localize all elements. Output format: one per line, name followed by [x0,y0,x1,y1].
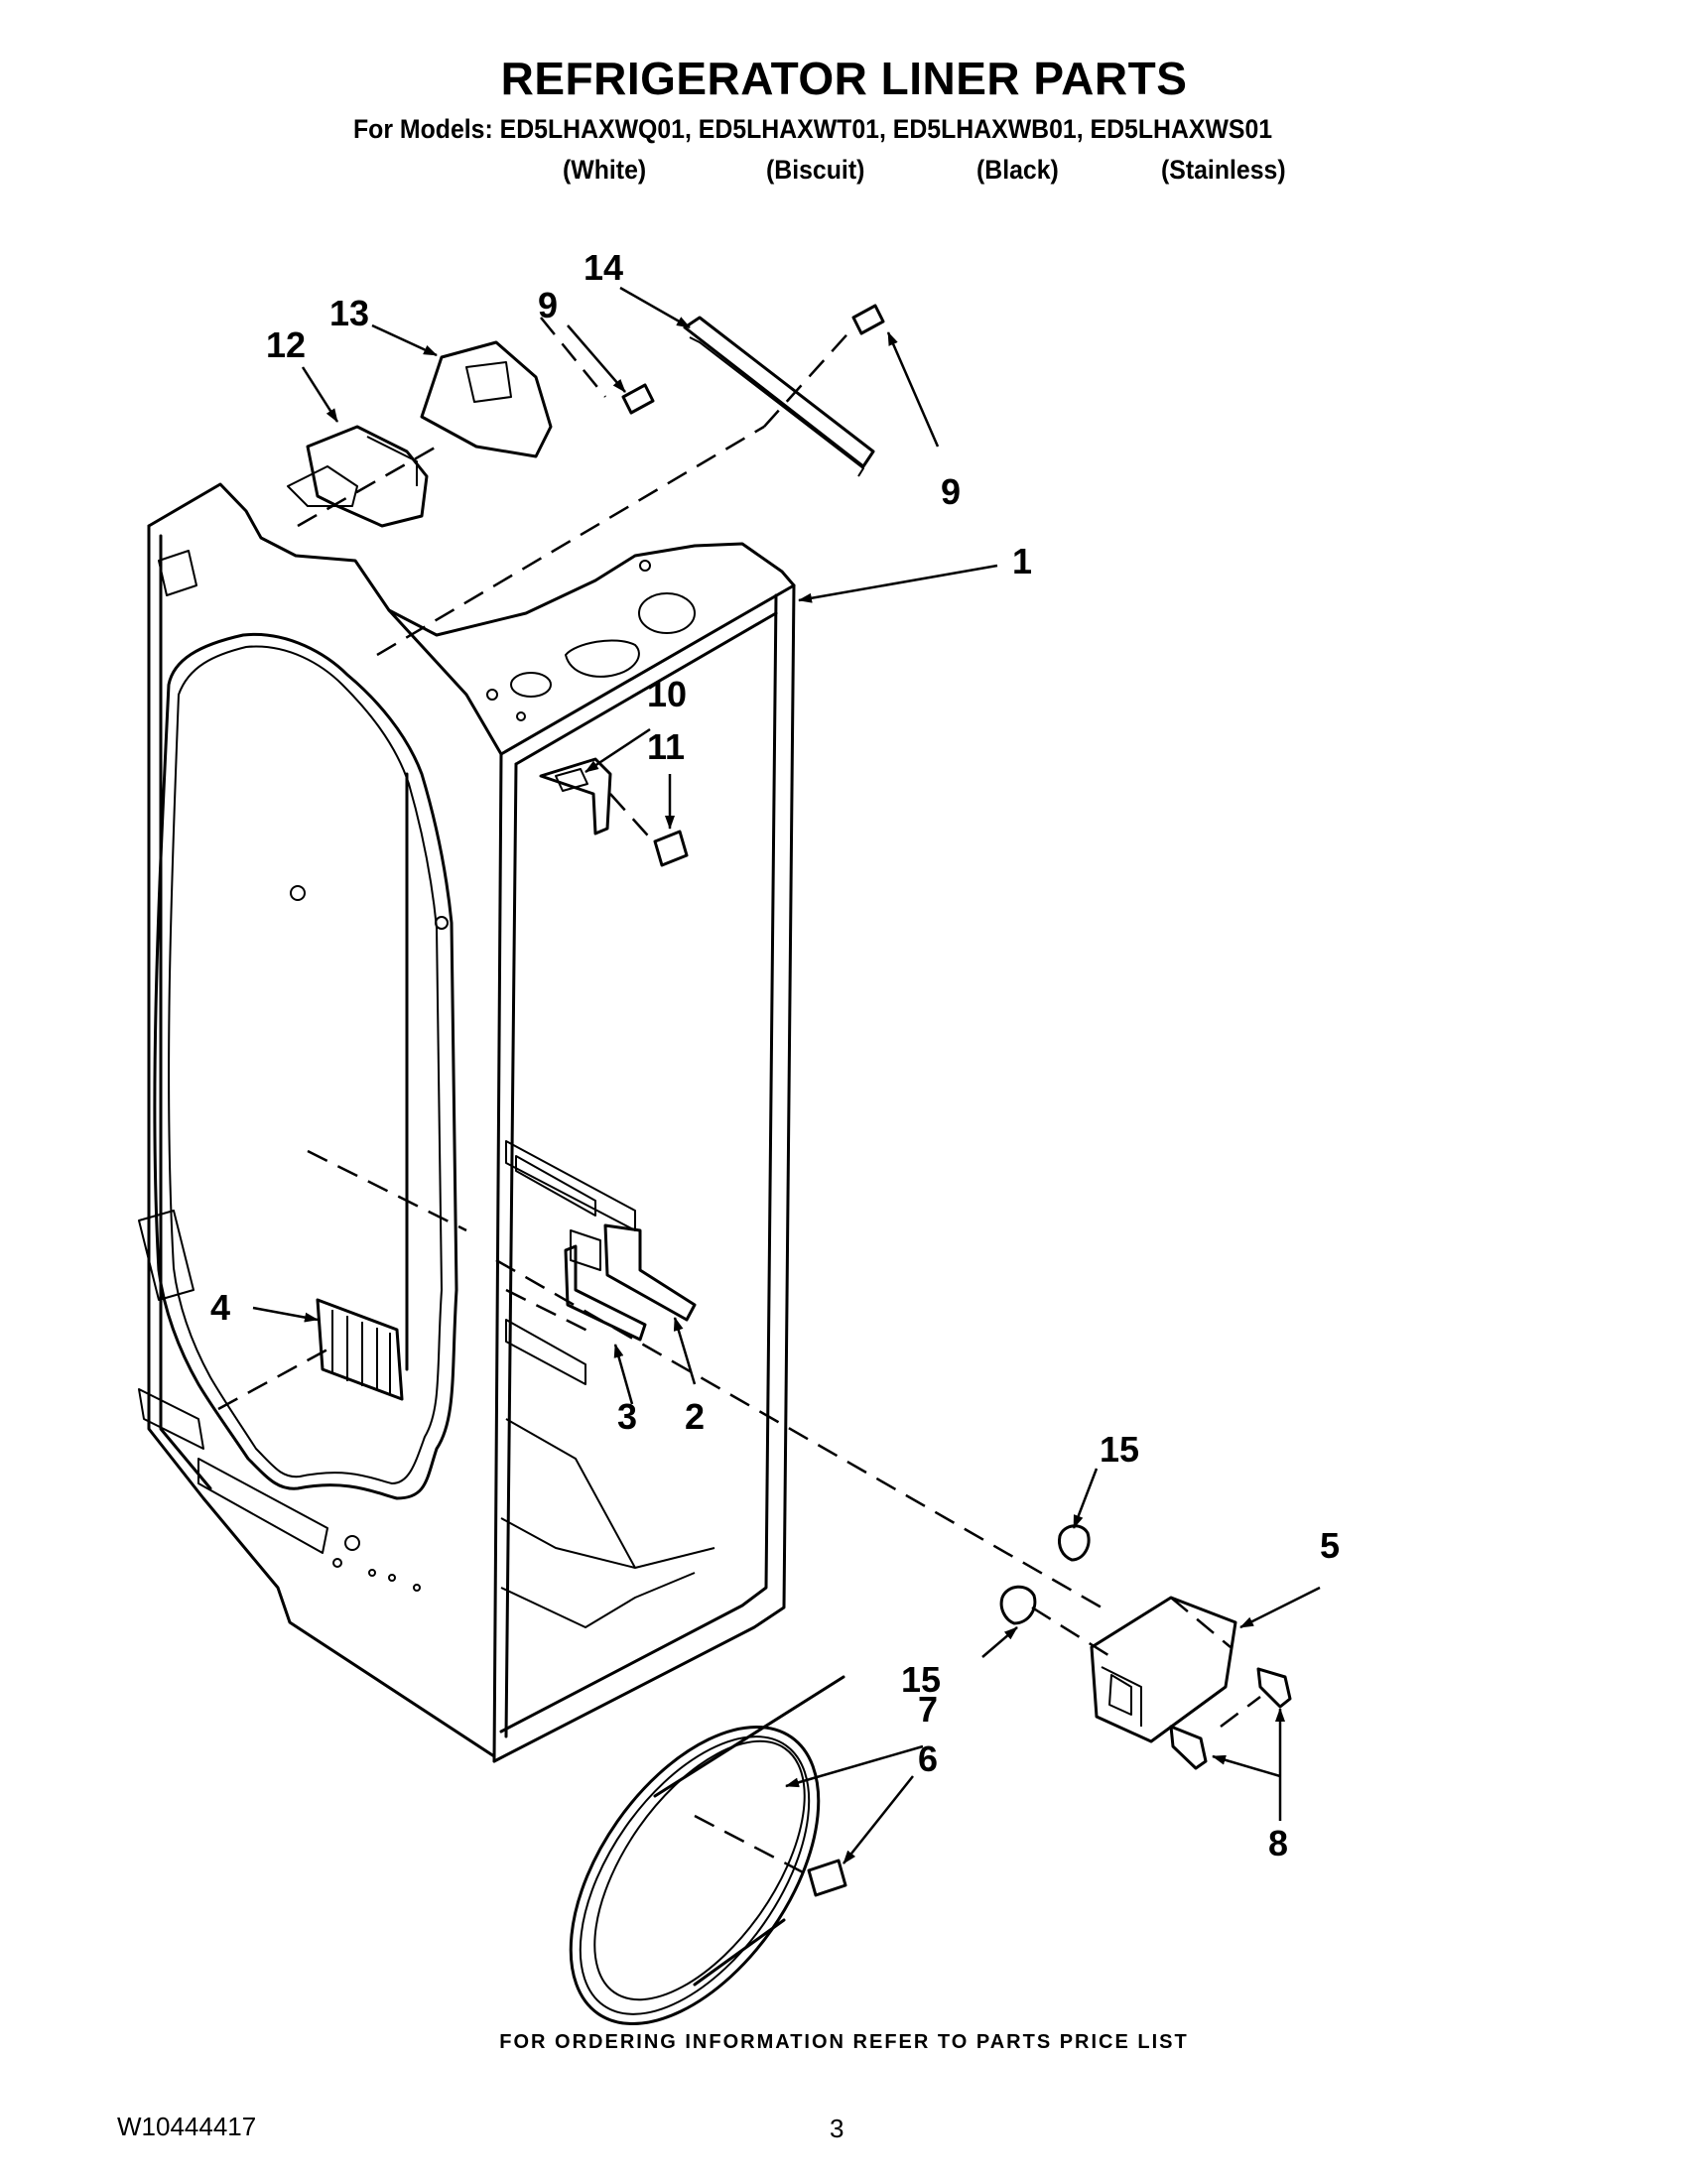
mount-bracket-part [539,757,612,835]
ordering-note: FOR ORDERING INFORMATION REFER TO PARTS … [499,2031,1189,2053]
variant-stainless: (Stainless) [1161,155,1286,185]
models-line: For Models: ED5LHAXWQ01, ED5LHAXWT01, ED… [353,114,1273,144]
callout-11: 11 [647,726,685,767]
screw-9-left [621,383,655,415]
lamp-housing-part [1090,1596,1237,1743]
screw-11 [653,830,689,867]
bracket-part [420,340,553,458]
callout-12: 12 [266,324,306,365]
strip-3-part [564,1244,647,1342]
callout-9-top: 9 [538,285,558,325]
socket-15-lower [999,1585,1037,1625]
page-number: 3 [830,2114,844,2143]
callout-15-upper: 15 [1100,1429,1139,1470]
page-title: REFRIGERATOR LINER PARTS [500,53,1188,104]
callout-5: 5 [1320,1525,1340,1566]
vent-grille-part [316,1298,404,1401]
screw-9-right [851,304,885,335]
variant-biscuit: (Biscuit) [766,155,865,185]
callout-6: 6 [918,1738,938,1779]
callout-7: 7 [918,1689,938,1730]
callout-8: 8 [1268,1823,1288,1863]
variant-white: (White) [563,155,647,185]
callout-2: 2 [685,1396,705,1437]
callout-1: 1 [1012,541,1032,581]
callout-10: 10 [647,674,687,714]
callout-4: 4 [210,1287,230,1328]
variant-black: (Black) [976,155,1059,185]
liner-part [138,482,796,1763]
callout-labels: 1 2 3 4 5 6 7 8 9 9 10 11 12 13 14 15 15 [210,247,1340,1863]
callout-3: 3 [617,1396,637,1437]
rail-part [683,316,875,477]
callout-arrows [252,286,1321,1864]
callout-9-right: 9 [941,471,961,512]
screw-8-lower [1169,1725,1208,1770]
strip-2-part [603,1223,697,1322]
screw-8-upper [1256,1667,1292,1709]
document-number: W10444417 [117,2112,257,2141]
callout-13: 13 [329,293,369,333]
assembly-lines [217,317,1261,1877]
callout-14: 14 [584,247,623,288]
light-housing-part [287,425,429,528]
callout-15-lower: 15 [901,1659,941,1700]
screw-6 [807,1859,847,1897]
wire-harness-part [569,1675,845,2026]
socket-15-upper [1058,1524,1091,1562]
